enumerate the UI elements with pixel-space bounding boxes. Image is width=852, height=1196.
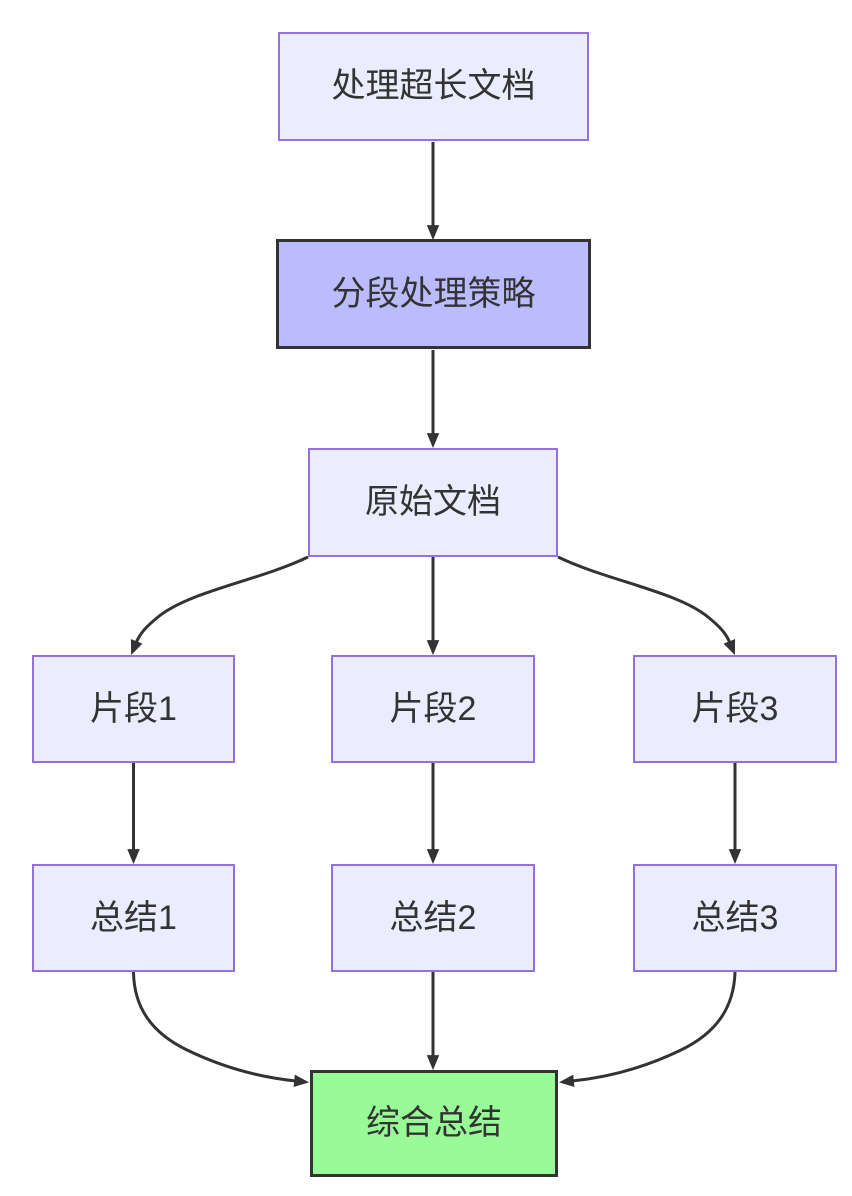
- node-summary-2: 总结2: [331, 864, 535, 972]
- node-combined-summary: 综合总结: [310, 1070, 558, 1177]
- node-label: 片段3: [691, 689, 779, 728]
- node-label: 总结2: [389, 898, 477, 937]
- edge-sum3-to-final: [558, 971, 737, 1088]
- node-label: 片段2: [389, 689, 477, 728]
- node-segment-2: 片段2: [331, 655, 535, 763]
- node-segment-3: 片段3: [633, 655, 837, 763]
- node-label: 片段1: [90, 689, 177, 728]
- node-label: 总结3: [691, 898, 779, 937]
- node-summary-3: 总结3: [633, 864, 837, 972]
- node-summary-1: 总结1: [32, 864, 235, 972]
- node-label: 综合总结: [366, 1104, 502, 1143]
- node-label: 总结1: [90, 898, 177, 937]
- edge-sum1-to-final: [132, 971, 310, 1088]
- node-label: 原始文档: [365, 483, 501, 522]
- edge-original-to-seg1: [130, 555, 309, 656]
- node-segment-1: 片段1: [32, 655, 235, 763]
- node-label: 处理超长文档: [331, 67, 536, 106]
- node-label: 分段处理策略: [331, 274, 536, 313]
- node-original-doc: 原始文档: [308, 448, 558, 557]
- edge-original-to-seg3: [557, 555, 736, 656]
- node-segment-strategy: 分段处理策略: [276, 239, 591, 349]
- node-process-long-doc: 处理超长文档: [278, 32, 589, 141]
